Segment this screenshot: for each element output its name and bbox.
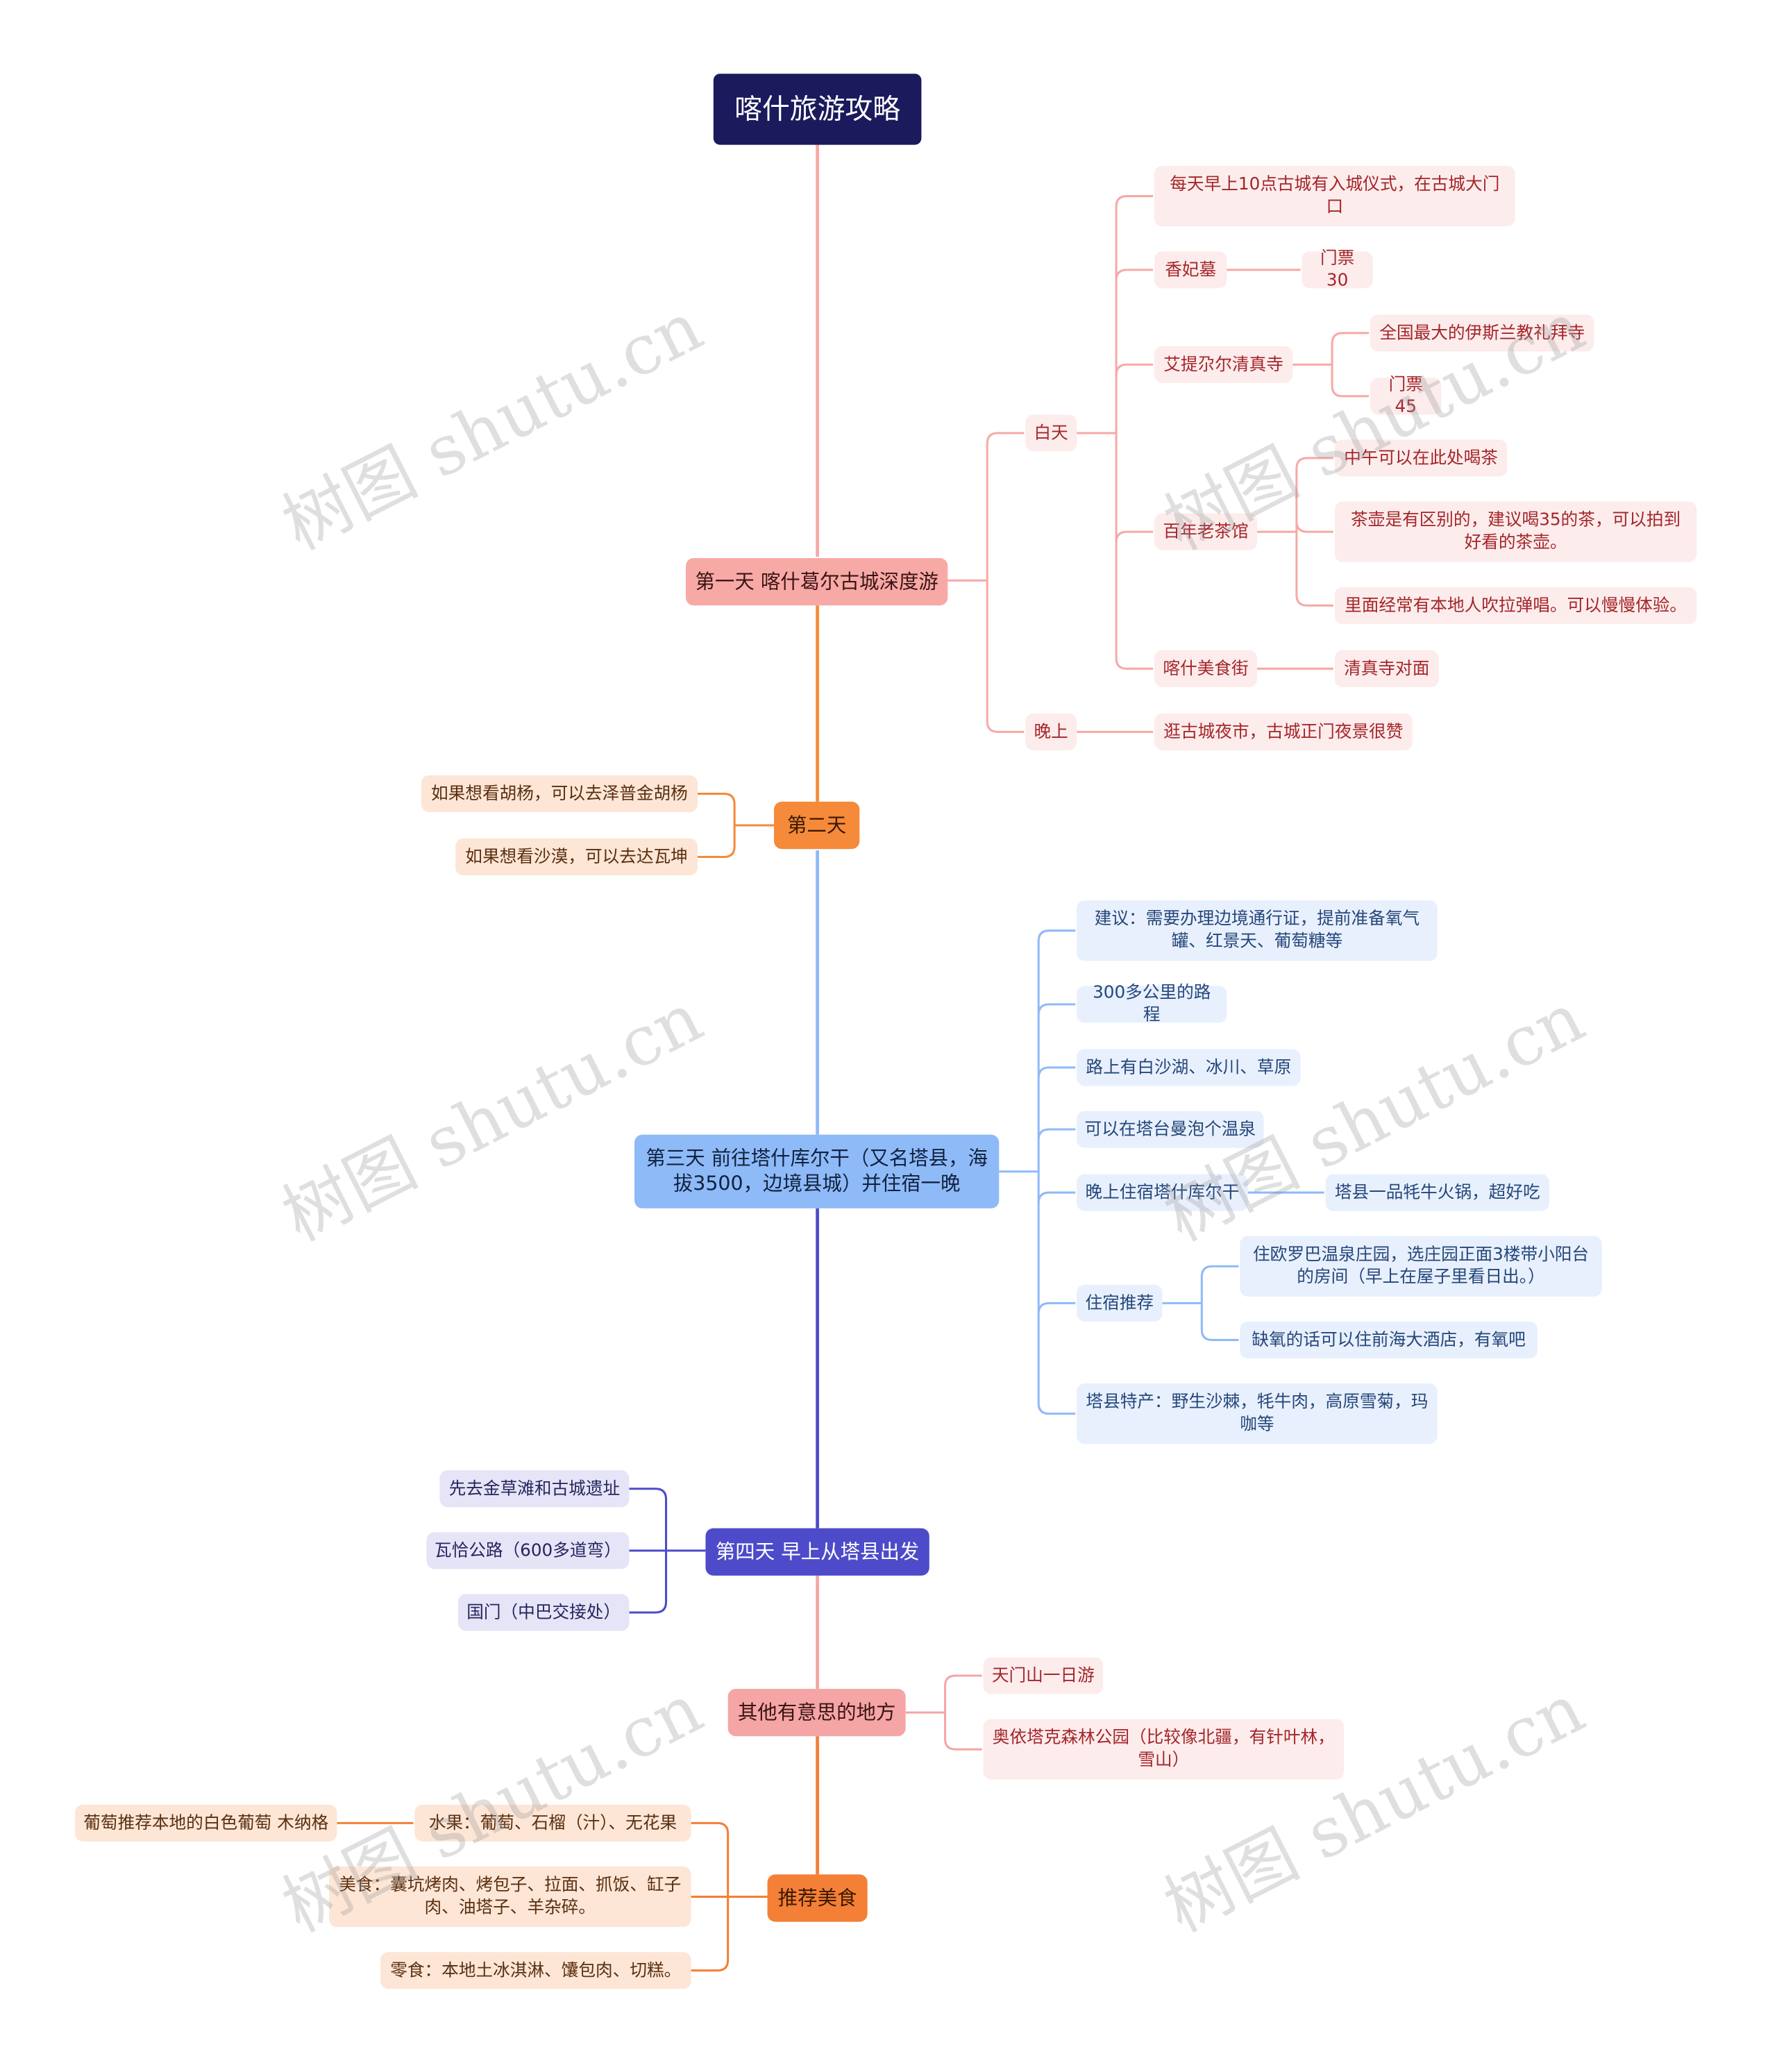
node-evening[interactable]: 晚上 xyxy=(1025,713,1077,750)
node-night-market[interactable]: 逛古城夜市，古城正门夜景很赞 xyxy=(1154,713,1413,750)
branch-day1[interactable]: 第一天 喀什葛尔古城深度游 xyxy=(685,558,948,606)
node-waqia-road[interactable]: 瓦恰公路（600多道弯） xyxy=(426,1532,630,1569)
node-daytime[interactable]: 白天 xyxy=(1025,414,1077,452)
branch-day3[interactable]: 第三天 前往塔什库尔干（又名塔县，海拔3500，边境县城）并住宿一晚 xyxy=(634,1134,1000,1208)
node-desert[interactable]: 如果想看沙漠，可以去达瓦坤 xyxy=(455,838,698,876)
food-connectors xyxy=(337,1821,768,1972)
node-golden-grassland[interactable]: 先去金草滩和古城遗址 xyxy=(439,1470,630,1508)
branch-other-places[interactable]: 其他有意思的地方 xyxy=(727,1688,906,1737)
node-local-music[interactable]: 里面经常有本地人吹拉弹唱。可以慢慢体验。 xyxy=(1334,587,1697,624)
node-border-advice[interactable]: 建议：需要办理边境通行证，提前准备氧气罐、红景天、葡萄糖等 xyxy=(1077,900,1438,961)
node-scenery[interactable]: 路上有白沙湖、冰川、草原 xyxy=(1077,1049,1301,1086)
branch-food[interactable]: 推荐美食 xyxy=(767,1874,868,1922)
root-topic[interactable]: 喀什旅游攻略 xyxy=(713,74,922,145)
day2-connectors xyxy=(698,792,775,859)
node-idkah-ticket[interactable]: 门票45 xyxy=(1370,375,1442,417)
node-xiangfei-ticket[interactable]: 门票30 xyxy=(1302,249,1373,291)
branch-day2[interactable]: 第二天 xyxy=(774,801,860,850)
node-specialty[interactable]: 塔县特产：野生沙棘，牦牛肉，高原雪菊，玛咖等 xyxy=(1077,1383,1438,1444)
node-poplar[interactable]: 如果想看胡杨，可以去泽普金胡杨 xyxy=(421,775,698,813)
node-fruit[interactable]: 水果：葡萄、石榴（汁）、无花果 xyxy=(414,1804,691,1842)
node-white-grape[interactable]: 葡萄推荐本地的白色葡萄 木纳格 xyxy=(75,1804,337,1842)
branch-day4[interactable]: 第四天 早上从塔县出发 xyxy=(705,1528,929,1576)
node-oytak-forest[interactable]: 奥依塔克森林公园（比较像北疆，有针叶林，雪山） xyxy=(983,1719,1345,1780)
node-largest-mosque[interactable]: 全国最大的伊斯兰教礼拜寺 xyxy=(1370,314,1594,352)
node-food-street[interactable]: 喀什美食街 xyxy=(1154,650,1257,687)
node-entry-ceremony[interactable]: 每天早上10点古城有入城仪式，在古城大门口 xyxy=(1154,165,1515,227)
other-connectors xyxy=(905,1674,982,1751)
day4-connectors xyxy=(629,1488,706,1614)
node-stay-tashkurgan[interactable]: 晚上住宿塔什库尔干 xyxy=(1077,1174,1248,1211)
node-national-gate[interactable]: 国门（中巴交接处） xyxy=(457,1594,630,1631)
node-food-street-location[interactable]: 清真寺对面 xyxy=(1334,650,1439,687)
node-hot-spring[interactable]: 可以在塔台曼泡个温泉 xyxy=(1077,1111,1264,1148)
node-europe-resort[interactable]: 住欧罗巴温泉庄园，选庄园正面3楼带小阳台的房间（早上在屋子里看日出。） xyxy=(1240,1236,1602,1297)
node-teapot-tip[interactable]: 茶壶是有区别的，建议喝35的茶，可以拍到好看的茶壶。 xyxy=(1334,501,1697,562)
node-dishes[interactable]: 美食：囊坑烤肉、烤包子、拉面、抓饭、缸子肉、油塔子、羊杂碎。 xyxy=(329,1866,691,1928)
node-xiangfei-tomb[interactable]: 香妃墓 xyxy=(1154,251,1227,289)
day3-connectors xyxy=(999,929,1324,1415)
node-distance[interactable]: 300多公里的路程 xyxy=(1077,984,1227,1025)
day1-connectors xyxy=(948,195,1370,733)
node-lodging[interactable]: 住宿推荐 xyxy=(1077,1284,1163,1322)
node-qianhai-hotel[interactable]: 缺氧的话可以住前海大酒店，有氧吧 xyxy=(1240,1321,1538,1358)
node-tea-noon[interactable]: 中午可以在此处喝茶 xyxy=(1334,439,1508,477)
node-idkah-mosque[interactable]: 艾提尕尔清真寺 xyxy=(1154,346,1293,383)
node-old-teahouse[interactable]: 百年老茶馆 xyxy=(1154,513,1257,550)
node-tianmen[interactable]: 天门山一日游 xyxy=(983,1657,1104,1694)
node-snacks[interactable]: 零食：本地土冰淇淋、馕包肉、切糕。 xyxy=(380,1952,691,1989)
node-yak-hotpot[interactable]: 塔县一品牦牛火锅，超好吃 xyxy=(1325,1174,1549,1211)
